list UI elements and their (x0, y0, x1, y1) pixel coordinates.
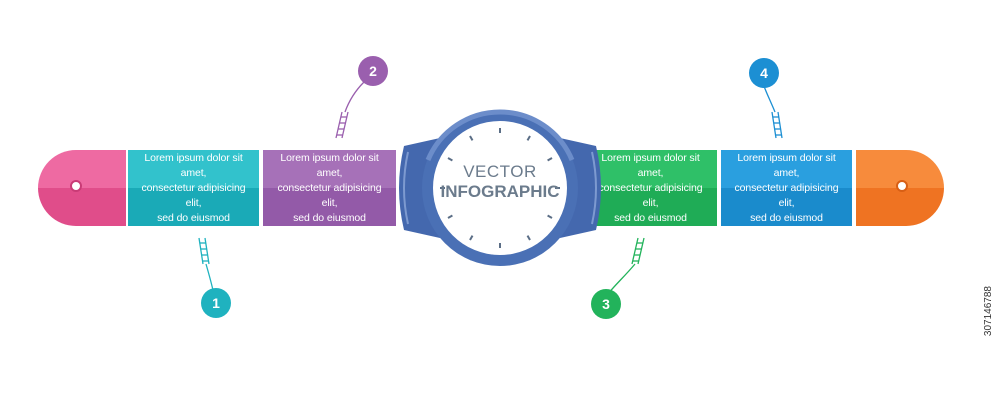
step-1-segment: Lorem ipsum dolor sit amet, consectetur … (128, 150, 259, 226)
step-3-text: Lorem ipsum dolor sit amet, consectetur … (598, 151, 703, 224)
watch-tick (469, 135, 474, 141)
step-2-segment: Lorem ipsum dolor sit amet, consectetur … (263, 150, 396, 226)
watch-tick (469, 235, 474, 241)
step-3-number: 3 (602, 296, 610, 312)
step-4-badge: 4 (749, 58, 779, 88)
step-2-text: Lorem ipsum dolor sit amet, consectetur … (277, 151, 382, 224)
left-cap-hole (70, 180, 82, 192)
step-4-segment: Lorem ipsum dolor sit amet, consectetur … (721, 150, 852, 226)
step-4-text: Lorem ipsum dolor sit amet, consectetur … (734, 151, 839, 224)
watch-tick (547, 214, 553, 219)
title-line-2: INFOGRAPHIC (440, 182, 560, 201)
right-cap-hole (896, 180, 908, 192)
watch-case-highlight (425, 109, 575, 161)
right-end-cap (856, 150, 944, 226)
step-2-number: 2 (369, 63, 377, 79)
title-line-1: VECTOR (463, 162, 537, 181)
watch-tick (447, 157, 453, 162)
step-2-badge: 2 (358, 56, 388, 86)
watch-ticks (440, 128, 560, 248)
step-3-badge: 3 (591, 289, 621, 319)
watch-face (433, 121, 567, 255)
watch-tick (526, 235, 531, 241)
step-1-badge: 1 (201, 288, 231, 318)
step-1-text: Lorem ipsum dolor sit amet, consectetur … (141, 151, 246, 224)
lug-highlight-left (403, 151, 409, 225)
step-4-number: 4 (760, 65, 768, 81)
watermark-id: 307146788 (983, 286, 994, 337)
watch-tick (526, 135, 531, 141)
watch-tick (447, 214, 453, 219)
watch-tick (547, 157, 553, 162)
lug-highlight-right (591, 151, 597, 225)
left-end-cap (38, 150, 126, 226)
step-3-segment: Lorem ipsum dolor sit amet, consectetur … (584, 150, 717, 226)
step-1-number: 1 (212, 295, 220, 311)
